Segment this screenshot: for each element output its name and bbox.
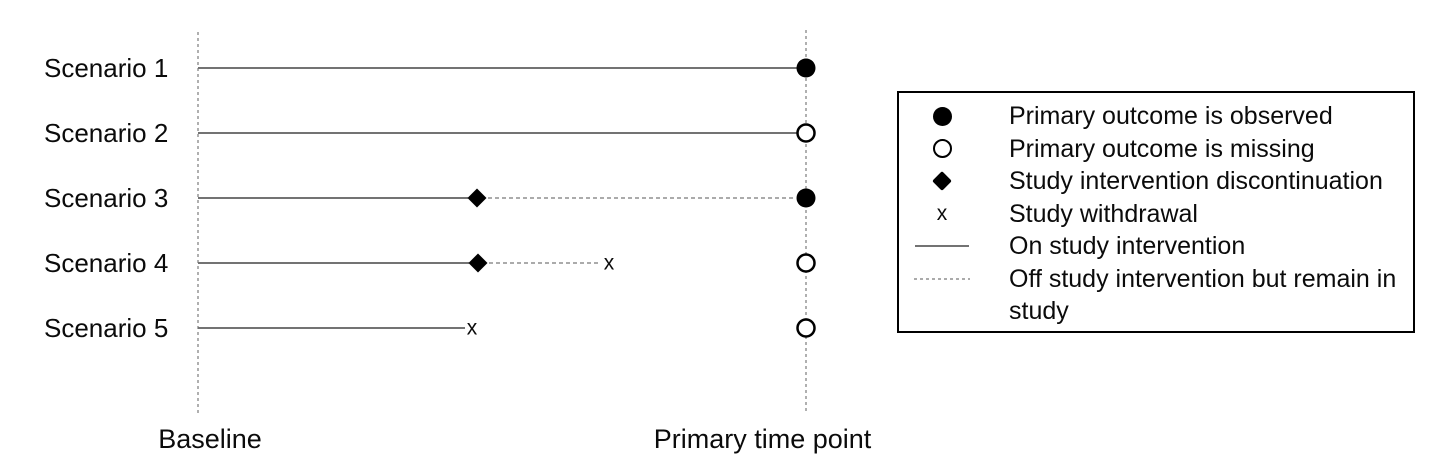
baseline-axis-label: Baseline	[158, 424, 262, 454]
legend-symbol-cell	[899, 133, 985, 166]
legend-symbol-cell	[899, 263, 985, 296]
scenario-3-label: Scenario 3	[44, 183, 169, 213]
legend-item-discontinuation: Study intervention discontinuation	[899, 165, 1413, 198]
scenario-3-outcome-observed-marker	[796, 188, 816, 208]
scenario-4-label: Scenario 4	[44, 248, 169, 278]
legend-item-label: Study withdrawal	[1009, 199, 1198, 228]
legend-item-label: Primary outcome is missing	[1009, 134, 1315, 163]
solid-line-icon	[915, 245, 969, 248]
primary-timepoint-axis-label: Primary time point	[653, 424, 872, 454]
scenario-5-outcome-missing-marker	[796, 318, 816, 338]
legend-item-label: Primary outcome is observed	[1009, 102, 1333, 130]
legend-box: Primary outcome is observed Primary outc…	[897, 91, 1415, 333]
scenario-3-discontinuation-diamond	[467, 188, 487, 208]
scenario-1-label: Scenario 1	[44, 53, 169, 83]
legend-item-off-intervention: Off study intervention but remain in stu…	[899, 263, 1413, 328]
scenario-4-discontinuation-diamond	[468, 253, 488, 273]
scenario-4-withdrawal-x-mark: x	[604, 252, 615, 275]
legend-item-outcome-observed: Primary outcome is observed	[899, 100, 1413, 133]
diamond-icon	[932, 171, 952, 192]
scenario-2-label: Scenario 2	[44, 118, 169, 148]
legend-symbol-cell: x	[899, 198, 985, 231]
x-mark-icon: x	[936, 202, 948, 226]
scenario-4-outcome-missing-marker	[796, 253, 816, 273]
scenario-5-withdrawal-x-mark: x	[467, 317, 478, 340]
legend-symbol-cell	[899, 230, 985, 263]
scenario-5-label: Scenario 5	[44, 313, 169, 343]
legend-item-outcome-missing: Primary outcome is missing	[899, 133, 1413, 166]
scenario-2-outcome-missing-marker	[796, 123, 816, 143]
legend-symbol-cell	[899, 165, 985, 198]
scenario-1-outcome-observed-marker	[796, 58, 816, 78]
open-circle-icon	[932, 139, 952, 159]
legend-item-label: On study intervention	[1009, 232, 1246, 260]
legend-symbol-cell	[899, 100, 985, 133]
legend-item-label: Study intervention discontinuation	[1009, 167, 1383, 195]
legend-item-withdrawal: x Study withdrawal	[899, 198, 1413, 231]
legend-item-label: Off study intervention but remain in stu…	[1009, 264, 1397, 326]
legend-item-on-intervention: On study intervention	[899, 230, 1413, 263]
dashed-line-icon	[914, 277, 970, 280]
filled-circle-icon	[932, 106, 952, 126]
